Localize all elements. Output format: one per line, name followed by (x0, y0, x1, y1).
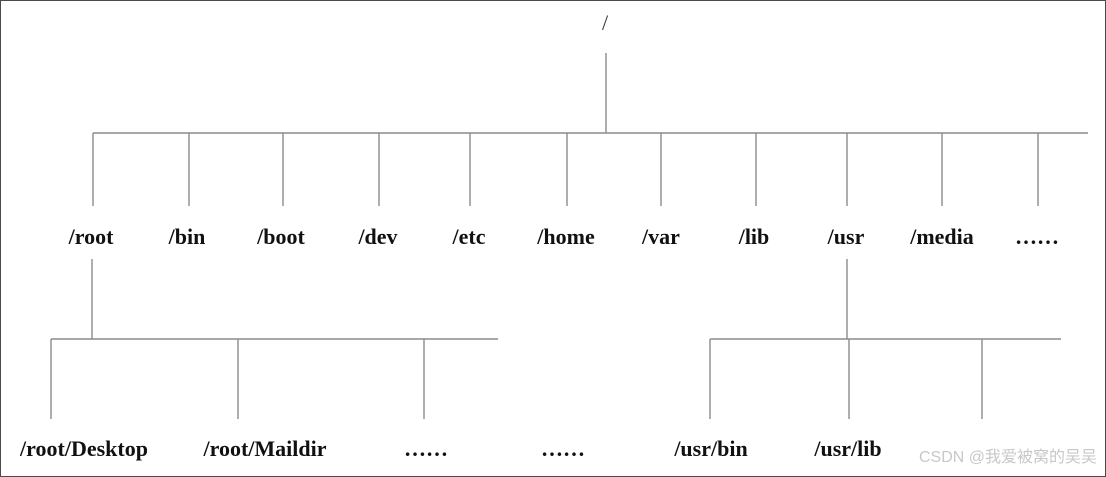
dir-label-var: /var (642, 224, 680, 249)
dir-label-usr-bin: /usr/bin (674, 436, 748, 461)
dir-label-usr: /usr (827, 224, 865, 249)
root-node-label: / (601, 10, 609, 35)
dir-label-root-desktop: /root/Desktop (20, 436, 148, 461)
dir-label-media: /media (910, 224, 974, 249)
dir-label-usr-lib: /usr/lib (814, 436, 882, 461)
dir-label-dev: /dev (358, 224, 398, 249)
dir-label-boot: /boot (257, 224, 305, 249)
watermark-text: CSDN @我爱被窝的吴吴 (918, 449, 1097, 466)
dir-label-root: /root (68, 224, 114, 249)
dir-label-home: /home (537, 224, 595, 249)
dir-label-bin: /bin (168, 224, 206, 249)
dir-label-ellipsis: …… (541, 436, 585, 461)
dir-label-more: …… (1015, 224, 1059, 249)
dir-label-root-more: …… (404, 436, 448, 461)
dir-label-lib: /lib (738, 224, 770, 249)
dir-label-root-maildir: /root/Maildir (203, 436, 327, 461)
dir-label-etc: /etc (452, 224, 486, 249)
